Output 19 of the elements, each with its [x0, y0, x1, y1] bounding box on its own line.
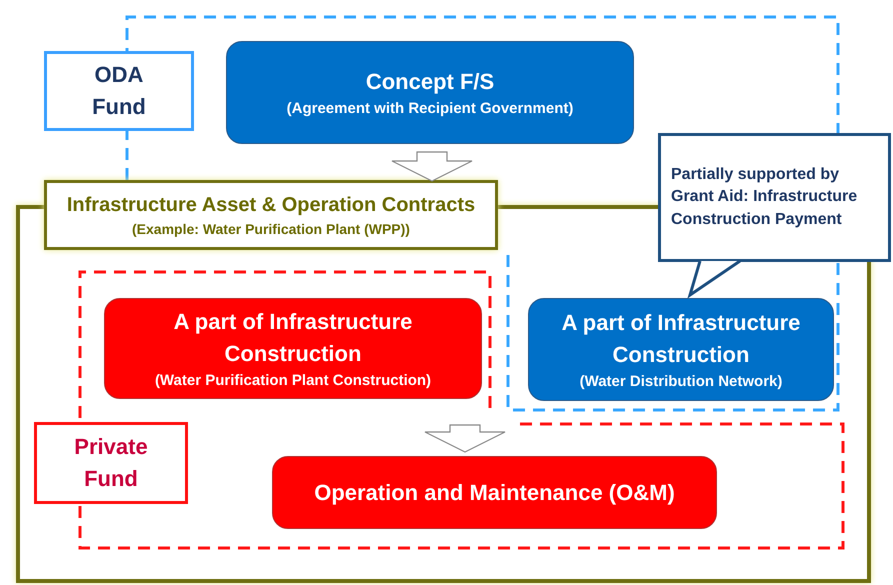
- callout-tail: [687, 260, 742, 299]
- process-box: [272, 456, 717, 529]
- box-subtitle: (Water Distribution Network): [580, 372, 782, 392]
- callout-box: Partially supported by Grant Aid: Infrastructure Construction Payment: [658, 133, 891, 262]
- process-box: [226, 41, 634, 144]
- fund-box: Private Fund: [34, 422, 188, 504]
- header-title: Infrastructure Asset & Operation Contracts: [66, 192, 476, 218]
- header-subtitle: (Example: Water Purification Plant (WPP)): [132, 220, 410, 239]
- box-title: A part of Infrastructure Construction: [172, 308, 414, 368]
- process-box: [528, 298, 834, 401]
- box-title: Concept F/S: [366, 68, 494, 96]
- box-subtitle: (Water Purification Plant Construction): [154, 370, 432, 391]
- fund-box: ODA Fund: [44, 51, 194, 131]
- box-title: A part of Infrastructure Construction: [560, 309, 802, 369]
- box-subtitle: (Agreement with Recipient Government): [286, 98, 574, 119]
- box-title: Operation and Maintenance (O&M): [314, 478, 675, 507]
- process-box: [104, 298, 482, 399]
- block-arrow: [391, 151, 473, 182]
- block-arrow: [424, 424, 506, 453]
